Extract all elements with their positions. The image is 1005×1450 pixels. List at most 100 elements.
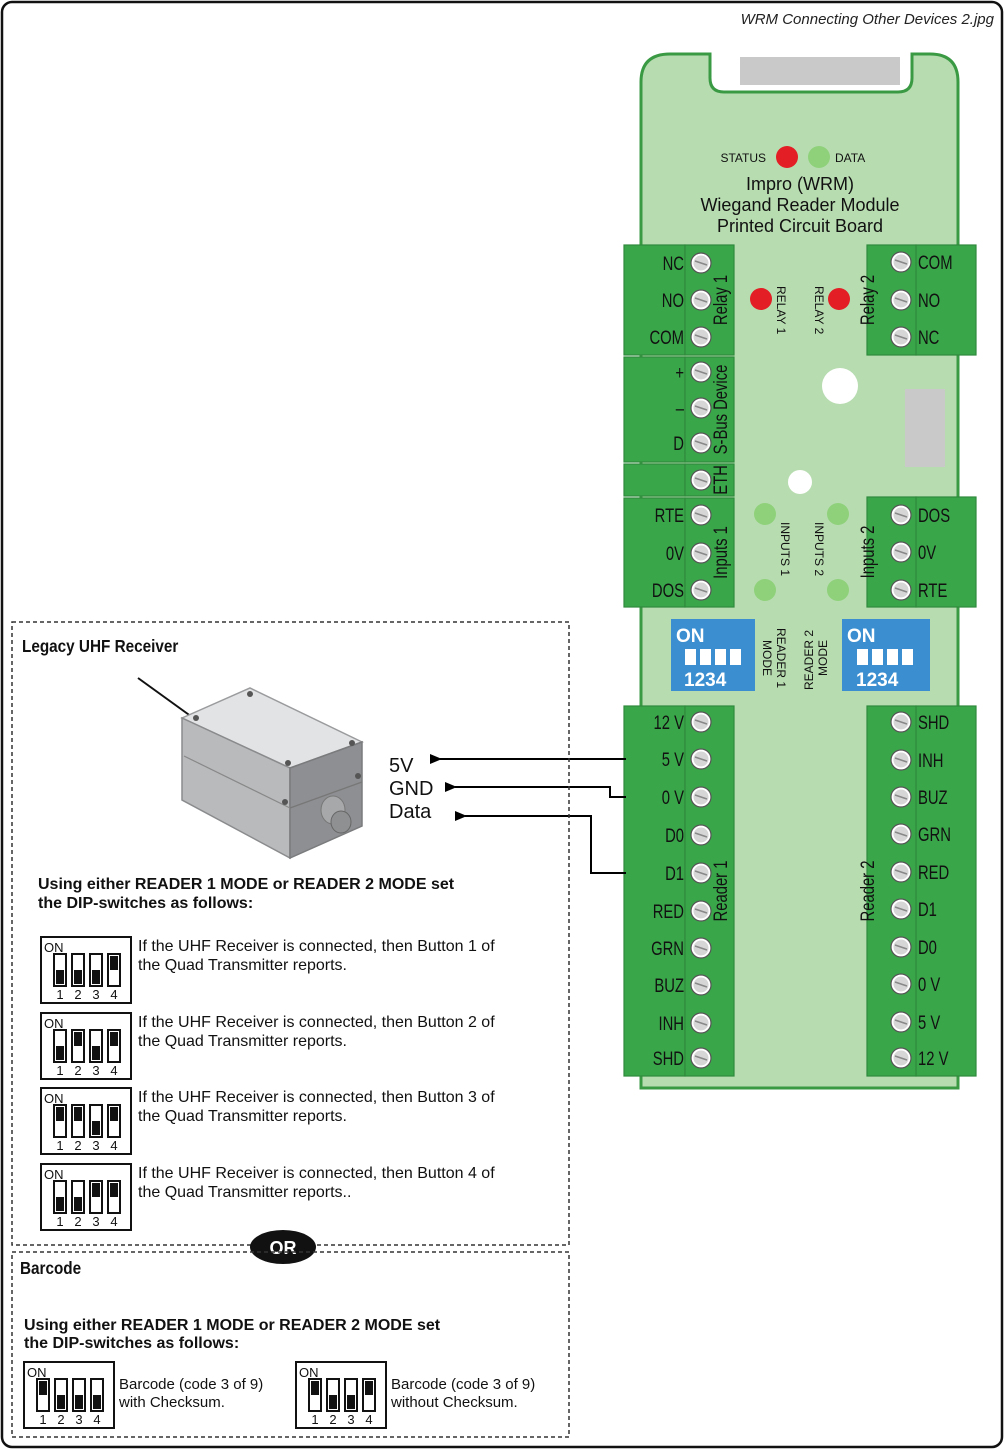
sbus-block-pin-label: D xyxy=(673,433,684,454)
input1-led-bottom xyxy=(754,579,776,601)
reader1-block-screw-3 xyxy=(690,786,712,808)
sbus-block-label: S-Bus Device xyxy=(710,365,731,455)
reader1-block-screw-10 xyxy=(690,1047,712,1069)
status-label: STATUS xyxy=(720,151,766,165)
inputs1-block-label: Inputs 1 xyxy=(710,526,731,579)
reader1-mode-dip: ON 1234 xyxy=(671,619,755,691)
relay1-led-label: RELAY 1 xyxy=(774,286,788,335)
reader1-block-screw-7 xyxy=(690,937,712,959)
wire-label-data: Data xyxy=(389,801,432,823)
barcode-panel: Barcode Using either READER 1 MODE or RE… xyxy=(11,1251,570,1438)
reader1-block-screw-5 xyxy=(690,862,712,884)
reader2-block-screw-7 xyxy=(890,936,912,958)
pcb-board: STATUS DATA Impro (WRM) Wiegand Reader M… xyxy=(623,52,977,1090)
reader2-block-pin-label: GRN xyxy=(918,824,951,845)
legacy-dip-4-number: 3 xyxy=(92,1214,99,1229)
legacy-instruction-line-2: the DIP-switches as follows: xyxy=(38,895,253,912)
reader2-block-screw-6 xyxy=(890,898,912,920)
reader2-block-screw-10 xyxy=(890,1047,912,1069)
relay2-block-screw-3 xyxy=(890,326,912,348)
reader1-block-pin-label: BUZ xyxy=(654,975,684,996)
board-title-line-2: Wiegand Reader Module xyxy=(700,195,899,215)
input2-led-top xyxy=(827,503,849,525)
uhf-receiver-image xyxy=(137,677,364,860)
file-label: WRM Connecting Other Devices 2.jpg xyxy=(741,11,995,28)
legacy-dip-2-number: 4 xyxy=(110,1063,117,1078)
inputs2-block-pin-label: RTE xyxy=(918,580,947,601)
reader1-mode-label-line-2: MODE xyxy=(760,640,774,676)
reader1-block-pin-label: 5 V xyxy=(662,749,685,770)
reader2-block-pin-label: INH xyxy=(918,750,943,771)
legacy-dip-2-number: 2 xyxy=(74,1063,81,1078)
board-component xyxy=(905,389,945,467)
reader2-block-pin-label: D1 xyxy=(918,899,937,920)
relay1-block-label: Relay 1 xyxy=(710,275,731,325)
reader2-block-screw-2 xyxy=(890,749,912,771)
reader1-block-pin-label: INH xyxy=(659,1013,684,1034)
reader1-block-pin-label: 0 V xyxy=(662,787,685,808)
eth-block-screw-1 xyxy=(690,469,712,491)
sbus-block-screw-1 xyxy=(690,361,712,383)
legacy-dip-4-number: 2 xyxy=(74,1214,81,1229)
reader2-block-screw-8 xyxy=(890,973,912,995)
input2-led-bottom xyxy=(827,579,849,601)
reader1-block-screw-2 xyxy=(690,748,712,770)
legacy-dip-4-number: 4 xyxy=(110,1214,117,1229)
input1-led-top xyxy=(754,503,776,525)
reader1-block-label: Reader 1 xyxy=(710,861,731,922)
reader2-block-pin-label: SHD xyxy=(918,712,949,733)
or-badge xyxy=(250,1230,316,1264)
barcode-dip-2-on-label: ON xyxy=(299,1365,319,1380)
relay1-block-screw-3 xyxy=(690,326,712,348)
barcode-instruction-line-2: the DIP-switches as follows: xyxy=(24,1335,239,1352)
reader1-mode-label-line-1: READER 1 xyxy=(774,628,788,688)
relay2-led-label: RELAY 2 xyxy=(812,286,826,335)
reader1-block-screw-8 xyxy=(690,974,712,996)
inputs2-block-screw-1 xyxy=(890,504,912,526)
barcode-instruction-line-1: Using either READER 1 MODE or READER 2 M… xyxy=(24,1317,441,1334)
inputs1-block-pin-label: 0V xyxy=(666,543,685,564)
mounting-hole xyxy=(822,368,858,404)
legacy-dip-3-number: 4 xyxy=(110,1138,117,1153)
reader1-block-pin-label: 12 V xyxy=(654,712,685,733)
reader2-block-pin-label: 12 V xyxy=(918,1048,949,1069)
eth-block: ETH xyxy=(623,463,735,497)
barcode-dip-2-number: 3 xyxy=(347,1412,354,1427)
reader1-block-pin-label: GRN xyxy=(651,938,684,959)
legacy-setting-1-line-1: If the UHF Receiver is connected, then B… xyxy=(138,938,495,955)
legacy-setting-2-line-2: the Quad Transmitter reports. xyxy=(138,1033,347,1050)
relay2-led xyxy=(828,288,850,310)
relay1-block-screw-2 xyxy=(690,289,712,311)
reader2-block-screw-9 xyxy=(890,1011,912,1033)
barcode-setting-2-line-2: without Checksum. xyxy=(390,1394,518,1411)
legacy-dip-1-number: 3 xyxy=(92,987,99,1002)
legacy-dip-1-number: 4 xyxy=(110,987,117,1002)
barcode-setting-2-line-1: Barcode (code 3 of 9) xyxy=(391,1376,535,1393)
legacy-dip-4-on-label: ON xyxy=(44,1167,64,1182)
inputs2-block-pin-label: 0V xyxy=(918,542,937,563)
legacy-dip-1-number: 1 xyxy=(56,987,63,1002)
legacy-dip-1-number: 2 xyxy=(74,987,81,1002)
inputs1-block-screw-2 xyxy=(690,542,712,564)
sbus-block-pin-label: – xyxy=(676,398,685,419)
legacy-dip-2-number: 1 xyxy=(56,1063,63,1078)
legacy-dip-3-number: 3 xyxy=(92,1138,99,1153)
legacy-dip-2-number: 3 xyxy=(92,1063,99,1078)
status-led xyxy=(776,146,798,168)
barcode-dip-2-number: 1 xyxy=(311,1412,318,1427)
reader1-block-screw-6 xyxy=(690,900,712,922)
reader2-block-pin-label: D0 xyxy=(918,937,937,958)
dip1-on-label: ON xyxy=(676,626,705,647)
barcode-dip-1-number: 2 xyxy=(57,1412,64,1427)
reader2-block-label: Reader 2 xyxy=(857,861,878,922)
barcode-dip-1-number: 4 xyxy=(93,1412,100,1427)
reader1-block-pin-label: D0 xyxy=(665,825,684,846)
